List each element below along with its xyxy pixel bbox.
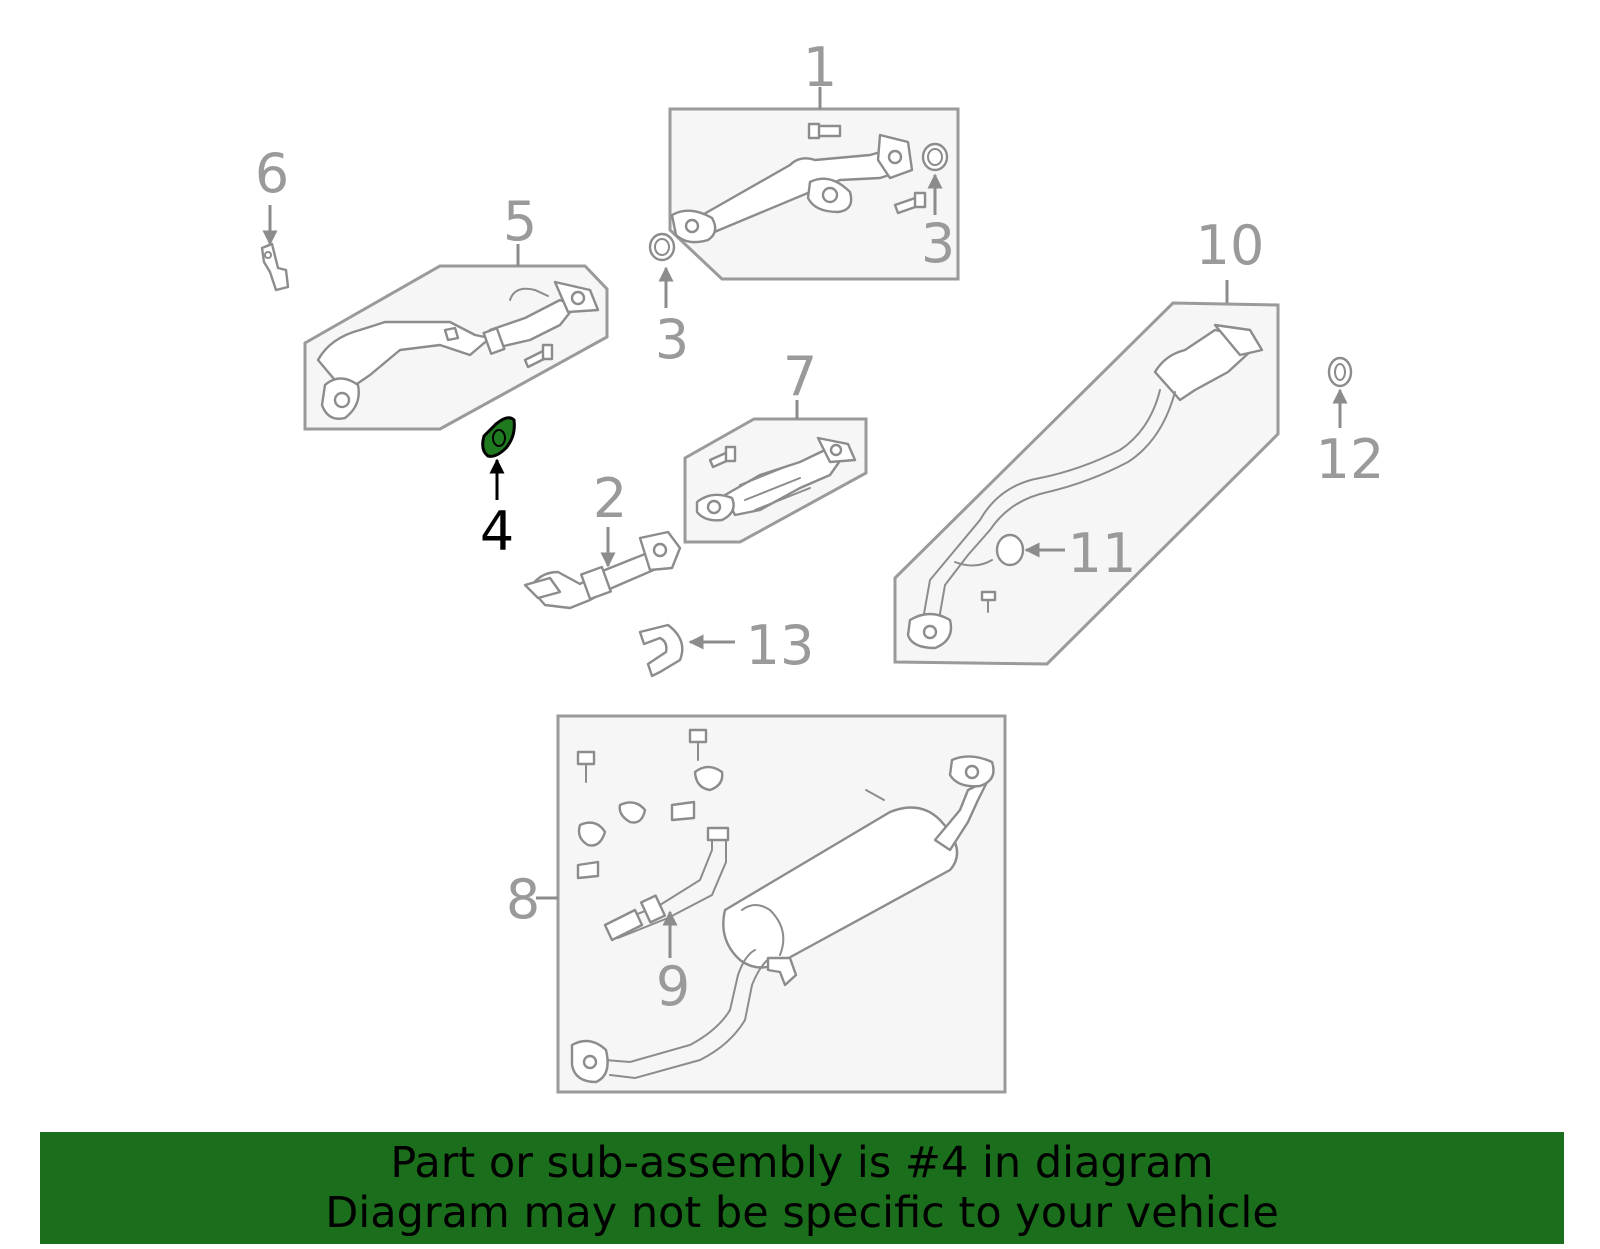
callout-13: 13 [746, 614, 815, 677]
part-1-front-pipe-group [668, 87, 960, 281]
banner-line-1: Part or sub-assembly is #4 in diagram [390, 1138, 1214, 1188]
part-7-catalytic-converter-group [683, 400, 868, 544]
part-11-grommet [995, 533, 1065, 567]
part-10-center-pipe-group [893, 280, 1280, 666]
part-8-muffler-assembly-group [536, 714, 1007, 1094]
callout-3-left: 3 [655, 308, 689, 371]
callout-9: 9 [656, 955, 690, 1018]
callout-6: 6 [255, 142, 289, 205]
callout-8: 8 [506, 868, 540, 931]
callout-2: 2 [593, 467, 627, 530]
part-3-gasket [648, 232, 676, 308]
callout-12: 12 [1316, 428, 1385, 491]
part-6-bracket [260, 205, 290, 292]
part-13-hanger [638, 623, 735, 678]
part-2-flex-pipe [523, 527, 682, 610]
callout-10: 10 [1196, 214, 1265, 277]
part-5-converter-pipe-group [303, 244, 609, 431]
callout-3-right: 3 [921, 212, 955, 275]
callout-4: 4 [480, 500, 514, 563]
banner-line-2: Diagram may not be specific to your vehi… [325, 1188, 1279, 1238]
callout-7: 7 [783, 345, 817, 408]
part-12-ring [1327, 356, 1353, 428]
callout-5: 5 [503, 190, 537, 253]
callout-11: 11 [1068, 522, 1137, 585]
callout-1: 1 [803, 36, 837, 99]
part-4-gasket-highlighted [481, 416, 516, 500]
info-banner: Part or sub-assembly is #4 in diagram Di… [40, 1132, 1564, 1244]
